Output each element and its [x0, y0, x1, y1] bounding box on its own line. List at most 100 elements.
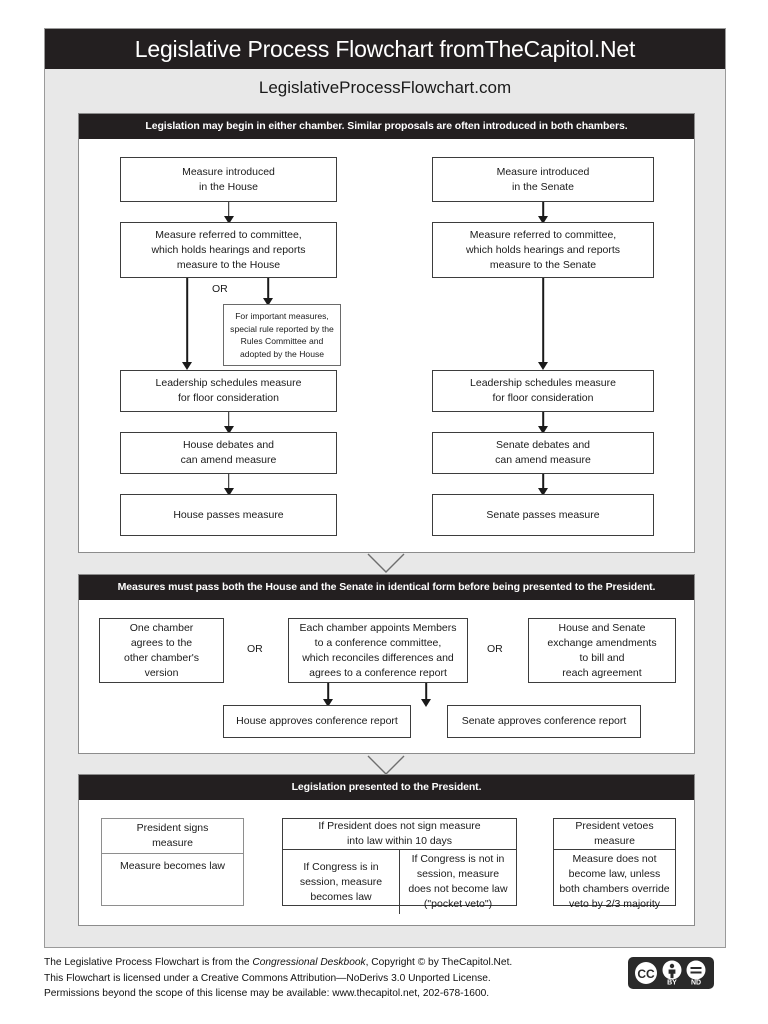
- box-president-vetoes: President vetoes measure Measure does no…: [553, 818, 676, 910]
- box-line: agrees to the: [130, 636, 193, 649]
- box-line: reach agreement: [562, 666, 642, 679]
- box-line: version: [144, 666, 179, 679]
- box-line: to a conference committee,: [314, 636, 442, 649]
- box-line: House approves conference report: [236, 715, 398, 727]
- box-line: agrees to a conference report: [309, 666, 447, 679]
- box-president-no-sign: If President does not sign measure into …: [282, 818, 517, 914]
- box-line: in the Senate: [512, 180, 574, 193]
- section-reconcile-header: Measures must pass both the House and th…: [79, 575, 694, 600]
- box-referred-committee-house: Measure referred to committee, which hol…: [120, 222, 337, 278]
- box-line: for floor consideration: [178, 392, 279, 404]
- box-line: to bill and: [579, 651, 625, 664]
- box-line: measure to the Senate: [489, 258, 597, 271]
- section-chambers: Legislation may begin in either chamber.…: [78, 113, 695, 553]
- box-measure-introduced-house: Measure introduced in the House: [120, 157, 337, 202]
- box-line: Rules Committee and: [240, 336, 324, 346]
- box-line: If Congress is in: [303, 860, 379, 873]
- box-line: Leadership schedules measure: [470, 377, 616, 389]
- section-chambers-header: Legislation may begin in either chamber.…: [79, 114, 694, 139]
- box-line: exchange amendments: [547, 636, 657, 649]
- or-label-reconcile-2: OR: [487, 643, 503, 655]
- box-line: in the House: [199, 180, 258, 193]
- box-line: other chamber's: [124, 651, 199, 664]
- section-president-body: President signs measure Measure becomes …: [79, 800, 694, 924]
- cc-license-icon: CC BY ND: [630, 959, 712, 987]
- footer-line-2: This Flowchart is licensed under a Creat…: [44, 972, 491, 984]
- box-line: Measure referred to committee,: [155, 228, 302, 241]
- box-line: which holds hearings and reports: [151, 243, 306, 256]
- box-line: Senate passes measure: [486, 508, 600, 521]
- box-line: One chamber: [129, 621, 194, 634]
- box-line: Senate debates and: [496, 439, 590, 451]
- section-chambers-body: Measure introduced in the House Measure …: [79, 139, 694, 551]
- box-senate-passes: Senate passes measure: [432, 494, 654, 536]
- footer-line-1: The Legislative Process Flowchart is fro…: [44, 955, 726, 971]
- box-house-debates: House debates and can amend measure: [120, 432, 337, 474]
- box-line: President vetoes: [575, 820, 654, 832]
- box-line: House passes measure: [173, 508, 284, 521]
- or-label-reconcile-1: OR: [247, 643, 263, 655]
- box-line: Measure referred to committee,: [469, 228, 617, 241]
- section-reconcile: Measures must pass both the House and th…: [78, 574, 695, 754]
- box-house-approves-report: House approves conference report: [223, 705, 411, 738]
- footer-line-1-b: , Copyright © by TheCapitol.Net.: [365, 957, 513, 968]
- box-line: session, measure: [299, 875, 383, 888]
- box-leadership-schedules-senate: Leadership schedules measure for floor c…: [432, 370, 654, 412]
- box-line: which holds hearings and reports: [465, 243, 621, 256]
- box-president-vetoes-bottom: Measure does not become law, unless both…: [554, 850, 675, 914]
- box-line: Each chamber appoints Members: [299, 621, 457, 634]
- box-president-signs-top: President signs measure: [102, 819, 243, 854]
- chevron-connector-2: [367, 755, 405, 775]
- box-measure-introduced-senate: Measure introduced in the Senate: [432, 157, 654, 202]
- box-line: veto by 2/3 majority: [568, 898, 661, 910]
- box-referred-committee-senate: Measure referred to committee, which hol…: [432, 222, 654, 278]
- box-line: If President does not sign measure: [318, 820, 481, 832]
- box-senate-debates: Senate debates and can amend measure: [432, 432, 654, 474]
- footer-line-1-a: The Legislative Process Flowchart is fro…: [44, 957, 253, 968]
- box-leadership-schedules-house: Leadership schedules measure for floor c…: [120, 370, 337, 412]
- box-line: measure: [594, 835, 635, 847]
- box-conference-committee: Each chamber appoints Members to a confe…: [288, 618, 468, 683]
- poster-frame: Legislative Process Flowchart fromTheCap…: [44, 28, 726, 948]
- box-one-chamber-agrees: One chamber agrees to the other chamber'…: [99, 618, 224, 683]
- box-line: Measure does not: [572, 853, 657, 865]
- box-line: can amend measure: [495, 454, 591, 466]
- svg-text:ND: ND: [691, 980, 701, 987]
- svg-text:CC: CC: [637, 967, 655, 981]
- box-line: can amend measure: [180, 454, 277, 466]
- box-line: ("pocket veto"): [423, 898, 493, 910]
- page-title: Legislative Process Flowchart fromTheCap…: [134, 35, 636, 62]
- box-line: special rule reported by the: [230, 323, 334, 334]
- box-line: Measure becomes law: [119, 860, 226, 872]
- section-president: Legislation presented to the President. …: [78, 774, 695, 926]
- box-line: both chambers override: [559, 883, 670, 895]
- box-exchange-amendments: House and Senate exchange amendments to …: [528, 618, 676, 683]
- box-line: measure: [152, 837, 193, 849]
- subtitle-text: LegislativeProcessFlowchart.com: [258, 78, 512, 97]
- box-president-signs: President signs measure Measure becomes …: [101, 818, 244, 906]
- svg-text:BY: BY: [667, 980, 677, 987]
- section-reconcile-body: One chamber agrees to the other chamber'…: [79, 600, 694, 752]
- box-line: becomes law: [310, 890, 372, 903]
- box-line: House debates and: [182, 439, 275, 451]
- page-subtitle: LegislativeProcessFlowchart.com: [45, 69, 725, 107]
- box-line: Leadership schedules measure: [155, 377, 302, 389]
- box-line: If Congress is not in: [411, 853, 505, 865]
- box-line: does not become law: [408, 883, 508, 895]
- box-line: Measure introduced: [182, 165, 275, 178]
- box-president-no-sign-top: If President does not sign measure into …: [283, 819, 516, 850]
- box-congress-not-in-session: If Congress is not in session, measure d…: [399, 850, 516, 914]
- box-line: Measure introduced: [496, 165, 590, 178]
- or-label-house: OR: [212, 283, 228, 295]
- box-line: which reconciles differences and: [302, 651, 454, 664]
- box-line: session, measure: [416, 868, 500, 880]
- footer-publication-title: Congressional Deskbook: [252, 957, 366, 968]
- box-president-vetoes-top: President vetoes measure: [554, 819, 675, 850]
- box-house-passes: House passes measure: [120, 494, 337, 536]
- box-line: For important measures,: [235, 311, 329, 321]
- footer: The Legislative Process Flowchart is fro…: [44, 955, 726, 1002]
- box-line: Senate approves conference report: [461, 715, 627, 727]
- box-senate-approves-report: Senate approves conference report: [447, 705, 641, 738]
- footer-line-3: Permissions beyond the scope of this lic…: [44, 988, 490, 999]
- creative-commons-badge[interactable]: CC BY ND: [628, 957, 714, 989]
